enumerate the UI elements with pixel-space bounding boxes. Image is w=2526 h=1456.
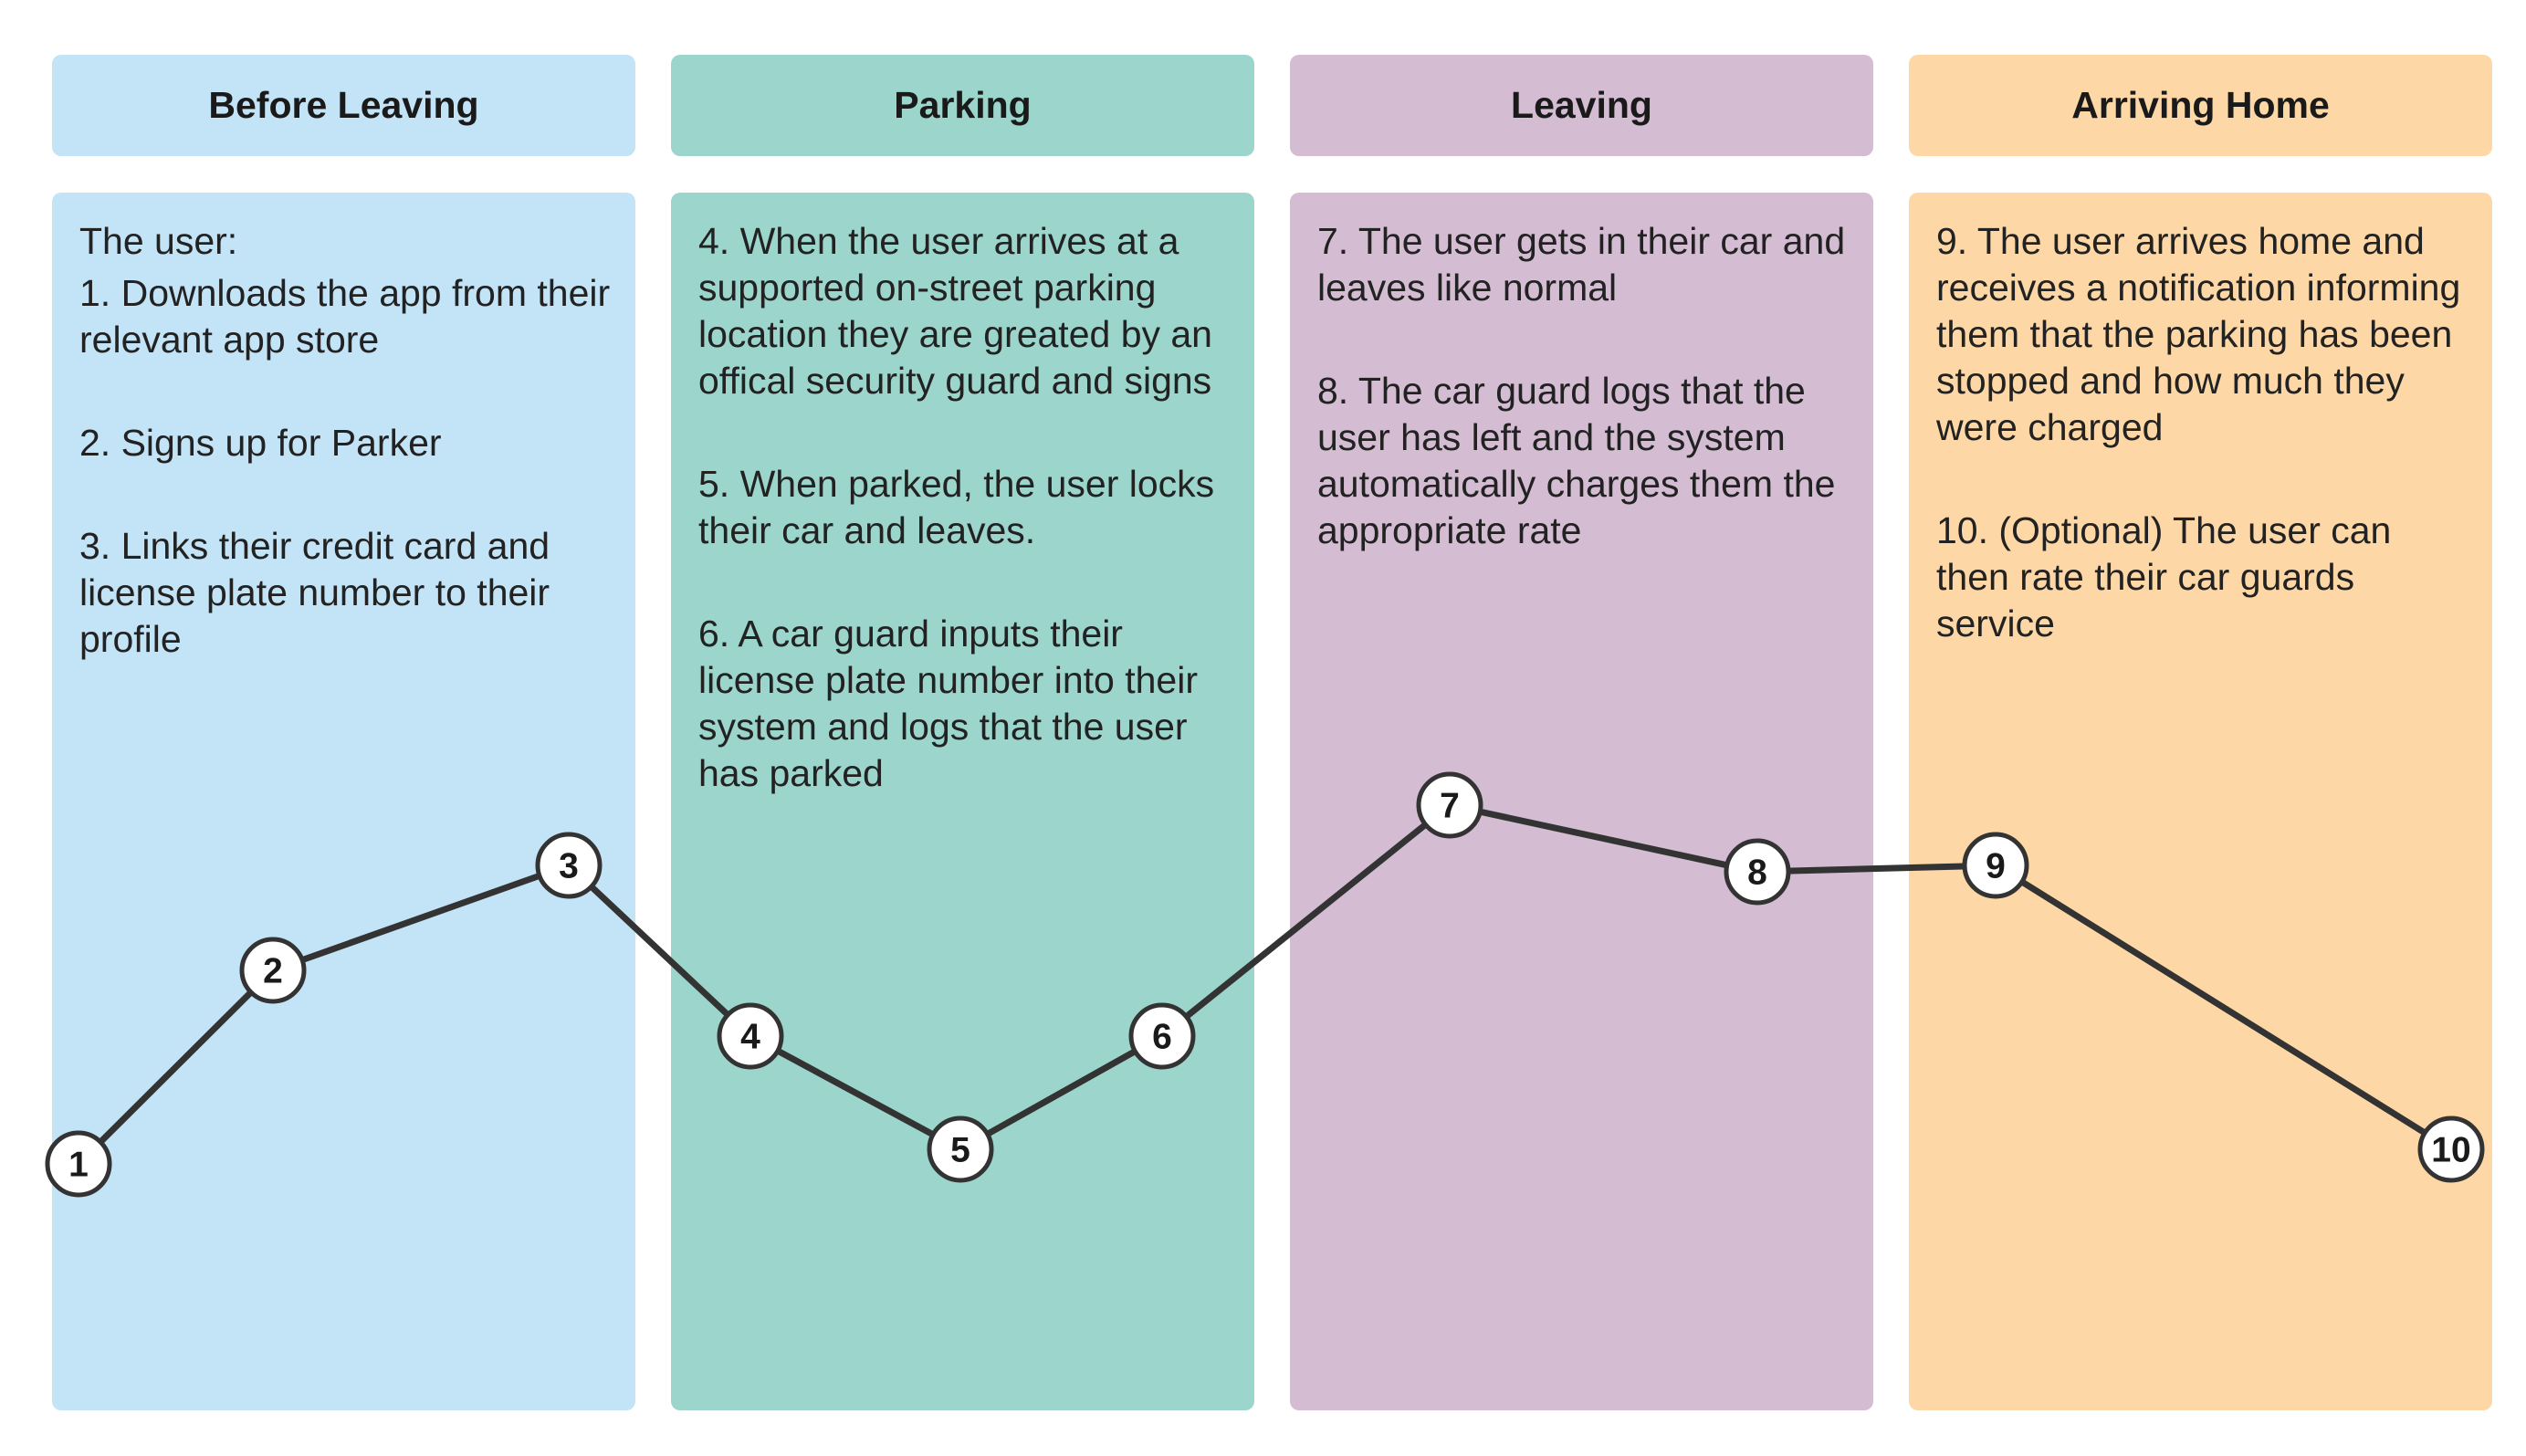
step-text-5: 5. When parked, the user locks their car…	[698, 463, 1215, 551]
journey-node-circle	[717, 1002, 784, 1070]
step-text-6: 6. A car guard inputs their license plat…	[698, 613, 1198, 794]
journey-node-2: 2	[239, 937, 307, 1004]
journey-node-circle	[45, 1130, 112, 1198]
journey-node-9: 9	[1962, 832, 2029, 899]
journey-node-circle	[1416, 771, 1483, 839]
journey-nodes: 1 2 3 4 5 6 7 8 9 10	[45, 771, 2485, 1198]
journey-node-label: 9	[1986, 847, 2006, 886]
step-text-10: 10. (Optional) The user can then rate th…	[1936, 509, 2392, 644]
journey-node-circle	[535, 832, 603, 899]
journey-node-label: 2	[263, 952, 283, 991]
stage-header-before-leaving: Before Leaving	[52, 55, 635, 156]
journey-node-3: 3	[535, 832, 603, 899]
journey-node-label: 4	[740, 1018, 760, 1057]
stage-panel-leaving: 7. The user gets in their car and leaves…	[1290, 193, 1873, 1410]
stage-title: Leaving	[1511, 84, 1652, 126]
stage-panel-parking: 4. When the user arrives at a supported …	[671, 193, 1254, 1410]
stage-header-arriving-home: Arriving Home	[1909, 55, 2492, 156]
journey-node-label: 8	[1747, 854, 1767, 893]
journey-node-circle	[1962, 832, 2029, 899]
step-text-8: 8. The car guard logs that the user has …	[1317, 370, 1836, 551]
journey-node-circle	[927, 1116, 994, 1183]
journey-node-circle	[1724, 838, 1791, 906]
stage-title: Arriving Home	[2071, 84, 2330, 126]
journey-node-circle	[239, 937, 307, 1004]
stage-header-leaving: Leaving	[1290, 55, 1873, 156]
journey-node-7: 7	[1416, 771, 1483, 839]
step-text-7: 7. The user gets in their car and leaves…	[1317, 220, 1846, 309]
step-text-9: 9. The user arrives home and receives a …	[1936, 220, 2461, 448]
stage-panel-before-leaving: The user: 1. Downloads the app from thei…	[52, 193, 635, 1410]
step-text-3: 3. Links their credit card and license p…	[79, 525, 550, 660]
step-text-2: 2. Signs up for Parker	[79, 422, 442, 464]
journey-node-6: 6	[1128, 1002, 1196, 1070]
journey-node-label: 7	[1440, 787, 1460, 826]
journey-node-label: 6	[1152, 1018, 1172, 1057]
journey-node-label: 5	[950, 1131, 970, 1170]
journey-node-4: 4	[717, 1002, 784, 1070]
journey-node-5: 5	[927, 1116, 994, 1183]
stage-header-parking: Parking	[671, 55, 1254, 156]
journey-node-10: 10	[2417, 1116, 2485, 1183]
journey-node-1: 1	[45, 1130, 112, 1198]
journey-node-label: 10	[2431, 1131, 2470, 1170]
stage-panel-arriving-home: 9. The user arrives home and receives a …	[1909, 193, 2492, 1410]
journey-node-circle	[2417, 1116, 2485, 1183]
stage-title: Parking	[894, 84, 1032, 126]
journey-node-label: 1	[68, 1146, 89, 1185]
step-text-1: 1. Downloads the app from their relevant…	[79, 272, 611, 361]
journey-node-8: 8	[1724, 838, 1791, 906]
stage-title: Before Leaving	[208, 84, 479, 126]
journey-node-circle	[1128, 1002, 1196, 1070]
stage-intro: The user:	[79, 220, 238, 262]
journey-path	[76, 801, 2453, 1167]
journey-node-label: 3	[559, 847, 579, 886]
step-text-4: 4. When the user arrives at a supported …	[698, 220, 1212, 402]
